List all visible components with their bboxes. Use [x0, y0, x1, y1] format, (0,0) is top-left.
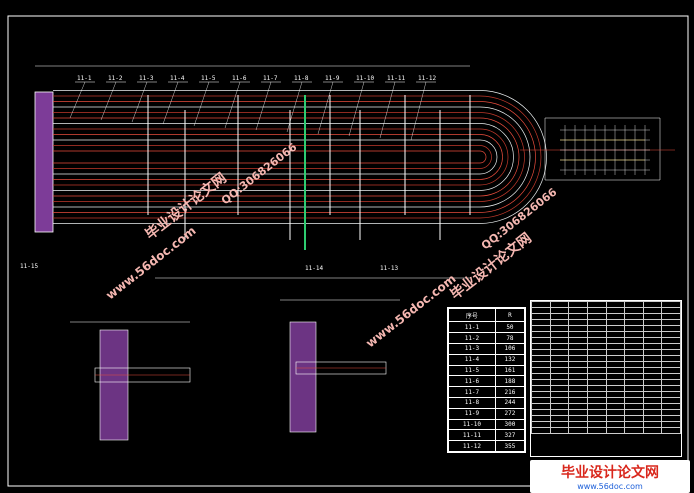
table-cell: 78	[494, 332, 526, 345]
table-cell: 244	[494, 396, 526, 409]
detail-b	[280, 299, 400, 433]
table-cell: 11-6	[448, 375, 496, 388]
table-cell: 11-9	[448, 407, 496, 420]
u-tube	[53, 150, 487, 164]
table-cell: 132	[494, 353, 526, 366]
table-cell: 327	[494, 429, 526, 442]
banner-title: 毕业设计论文网	[561, 465, 659, 481]
tube-sheet	[34, 91, 54, 233]
u-tube	[53, 106, 531, 208]
u-tube	[53, 139, 498, 175]
bom-row	[531, 427, 681, 434]
part-leaders: 11-1 11-2 11-3 11-4 11-5 11-6 11-7 11-8 11-9 11-1…	[69, 75, 436, 141]
table-cell: 11-10	[448, 418, 496, 431]
table-cell: 11-12	[448, 440, 496, 452]
table-cell: 50	[494, 321, 526, 334]
u-tube	[53, 123, 514, 191]
table-cell: 300	[494, 418, 526, 431]
part-label: 11-11	[387, 75, 405, 82]
detail-a	[70, 321, 191, 441]
part-label: 11-12	[418, 75, 436, 82]
site-banner: 毕业设计论文网 www.56doc.com	[530, 460, 690, 493]
table-cell: 11-3	[448, 343, 496, 355]
part-label: 11-3	[139, 75, 154, 82]
table-cell: 11-5	[448, 364, 496, 377]
table-cell: 11-2	[448, 332, 496, 345]
table-cell: 355	[494, 440, 526, 452]
table-header: R	[494, 307, 526, 323]
label-tube-sheet: 11-15	[20, 263, 38, 270]
banner-url: www.56doc.com	[577, 482, 643, 491]
part-label: 11-7	[263, 75, 278, 82]
table-cell: 11-1	[448, 321, 496, 334]
table-cell: 11-8	[448, 396, 496, 409]
u-tube	[53, 134, 503, 180]
table-header: 序号	[448, 307, 496, 323]
table-cell: 272	[494, 407, 526, 420]
tube-bundle	[53, 90, 547, 224]
label-part-14: 11-14	[305, 265, 323, 272]
table-cell: 11-11	[448, 429, 496, 442]
part-label: 11-10	[356, 75, 374, 82]
table-cell: 188	[494, 375, 526, 388]
drawing-border	[7, 15, 689, 487]
part-label: 11-8	[294, 75, 309, 82]
section-grid	[560, 125, 650, 175]
table-cell: 11-4	[448, 353, 496, 366]
part-label: 11-9	[325, 75, 340, 82]
label-part-13: 11-13	[380, 265, 398, 272]
table-cell: 106	[494, 343, 526, 355]
bill-of-materials	[530, 300, 682, 457]
u-tube	[53, 145, 492, 169]
section-view	[520, 117, 675, 181]
baffle-plates	[147, 95, 471, 240]
watermark-url-2: www.56doc.com	[363, 272, 458, 351]
part-label: 11-2	[108, 75, 123, 82]
u-tube	[53, 95, 542, 219]
u-tube	[53, 112, 525, 202]
u-tube	[53, 90, 547, 224]
part-label: 11-5	[201, 75, 216, 82]
table-cell: 161	[494, 364, 526, 377]
u-tube	[53, 101, 536, 213]
part-label: 11-6	[232, 75, 247, 82]
table-cell: 11-7	[448, 386, 496, 398]
table-cell: 216	[494, 386, 526, 398]
u-tube	[53, 128, 509, 186]
part-label: 11-1	[77, 75, 92, 82]
bom-row	[531, 343, 681, 350]
part-label: 11-4	[170, 75, 185, 82]
bom-row	[531, 385, 681, 392]
u-tube	[53, 117, 520, 197]
